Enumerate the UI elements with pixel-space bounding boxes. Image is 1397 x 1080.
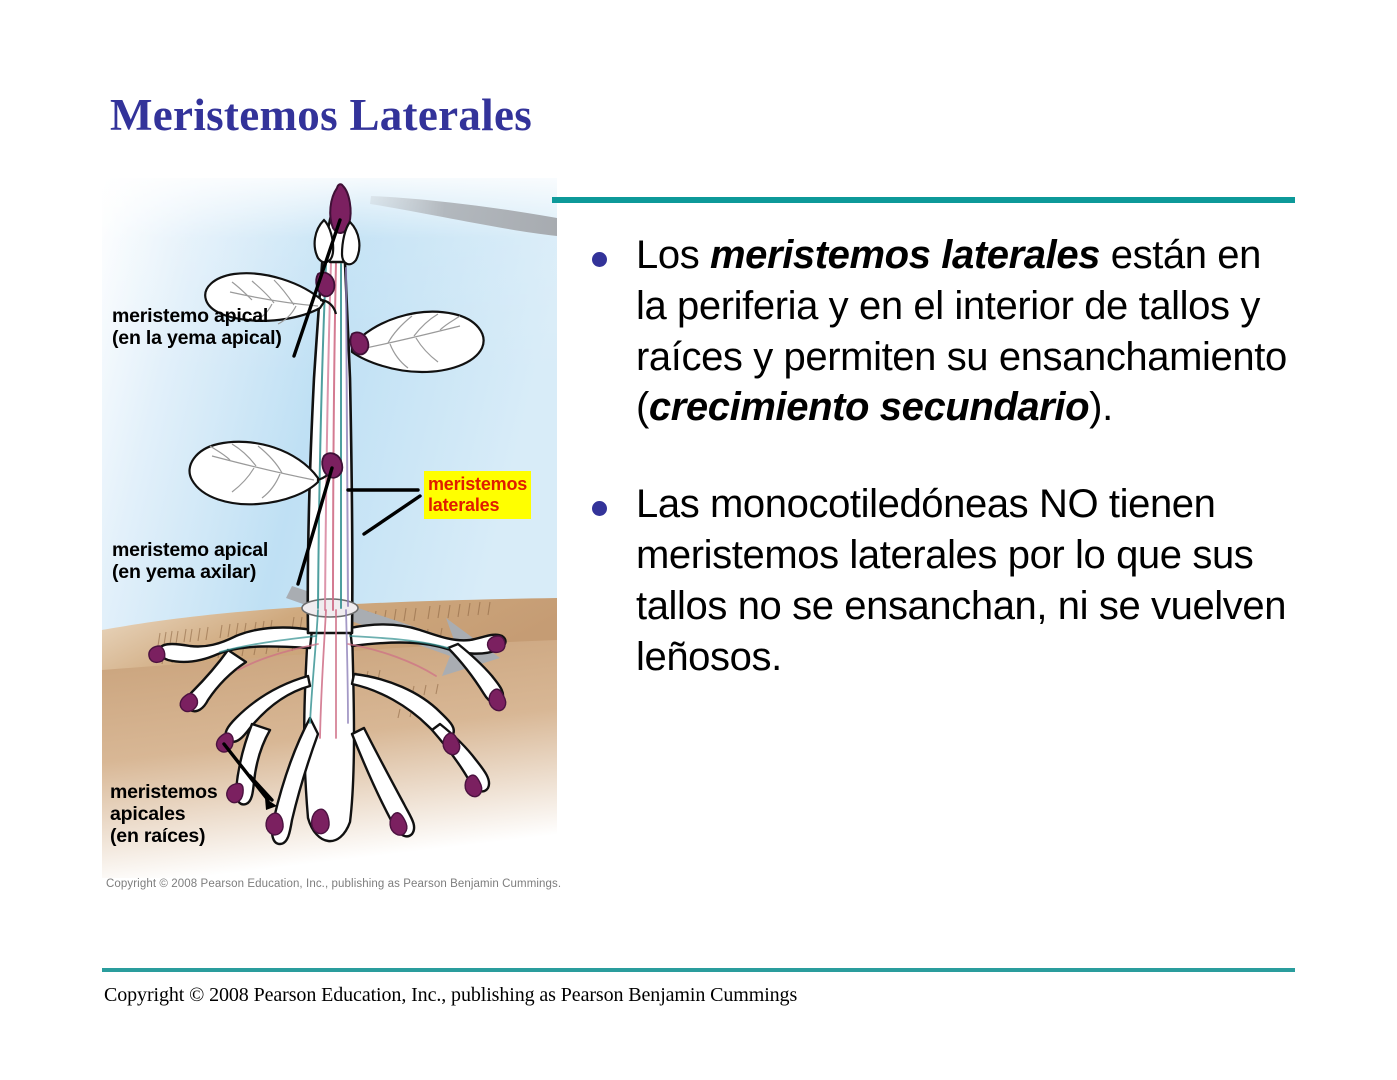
figure-label-line-2: (en yema axilar) [112, 560, 257, 583]
figure-label-line-2: (en la yema apical) [112, 326, 282, 349]
plant-diagram-illustration [102, 178, 557, 878]
footer-copyright: Copyright © 2008 Pearson Education, Inc.… [104, 984, 798, 1006]
figure-label-line-2: apicales [110, 802, 186, 825]
bullet-dot-icon [592, 501, 607, 517]
bullet-item-meristemos-laterales: Los meristemos laterales están en la per… [592, 230, 1302, 433]
plain-text: Los [636, 233, 711, 277]
figure-label-line-1: meristemo apical [112, 305, 269, 327]
plain-text: ). [1089, 385, 1113, 430]
footer-accent-rule [102, 968, 1295, 972]
figure-label-meristemos-laterales-highlight: meristemos laterales [424, 471, 532, 520]
figure-label-line-3: (en raíces) [110, 824, 206, 847]
bullet-text: Las monocotiledóneas NO tienen meristemo… [636, 479, 1302, 682]
figure-label-apical-shoot: meristemo apical (en la yema apical) [112, 305, 282, 350]
bullet-dot-icon [592, 252, 607, 267]
emphasized-text: meristemos laterales [710, 233, 1101, 277]
figure-label-apical-axillary: meristemo apical (en yema axilar) [112, 539, 269, 584]
highlight-label-line-2: laterales [428, 494, 500, 515]
content-accent-rule [552, 197, 1295, 203]
figure-copyright-caption: Copyright © 2008 Pearson Education, Inc.… [106, 878, 562, 890]
bullet-list: Los meristemos laterales están en la per… [592, 230, 1302, 728]
bullet-item-monocotiledoneas: Las monocotiledóneas NO tienen meristemo… [592, 479, 1302, 682]
figure-label-line-1: meristemos [110, 781, 218, 803]
page-title: Meristemos Laterales [110, 90, 533, 140]
plain-text: Las monocotiledóneas NO tienen meristemo… [636, 482, 1287, 679]
highlight-label-line-1: meristemos [428, 474, 528, 494]
figure-label-line-1: meristemo apical [112, 539, 269, 561]
bullet-text: Los meristemos laterales están en la per… [636, 230, 1302, 433]
plain-text: están en la periferia y en el interior d… [636, 233, 1287, 430]
plant-anatomy-figure: meristemo apical (en la yema apical) mer… [102, 178, 562, 918]
figure-label-apical-roots: meristemos apicales (en raíces) [110, 781, 218, 847]
emphasized-text: crecimiento secundario [648, 385, 1090, 430]
